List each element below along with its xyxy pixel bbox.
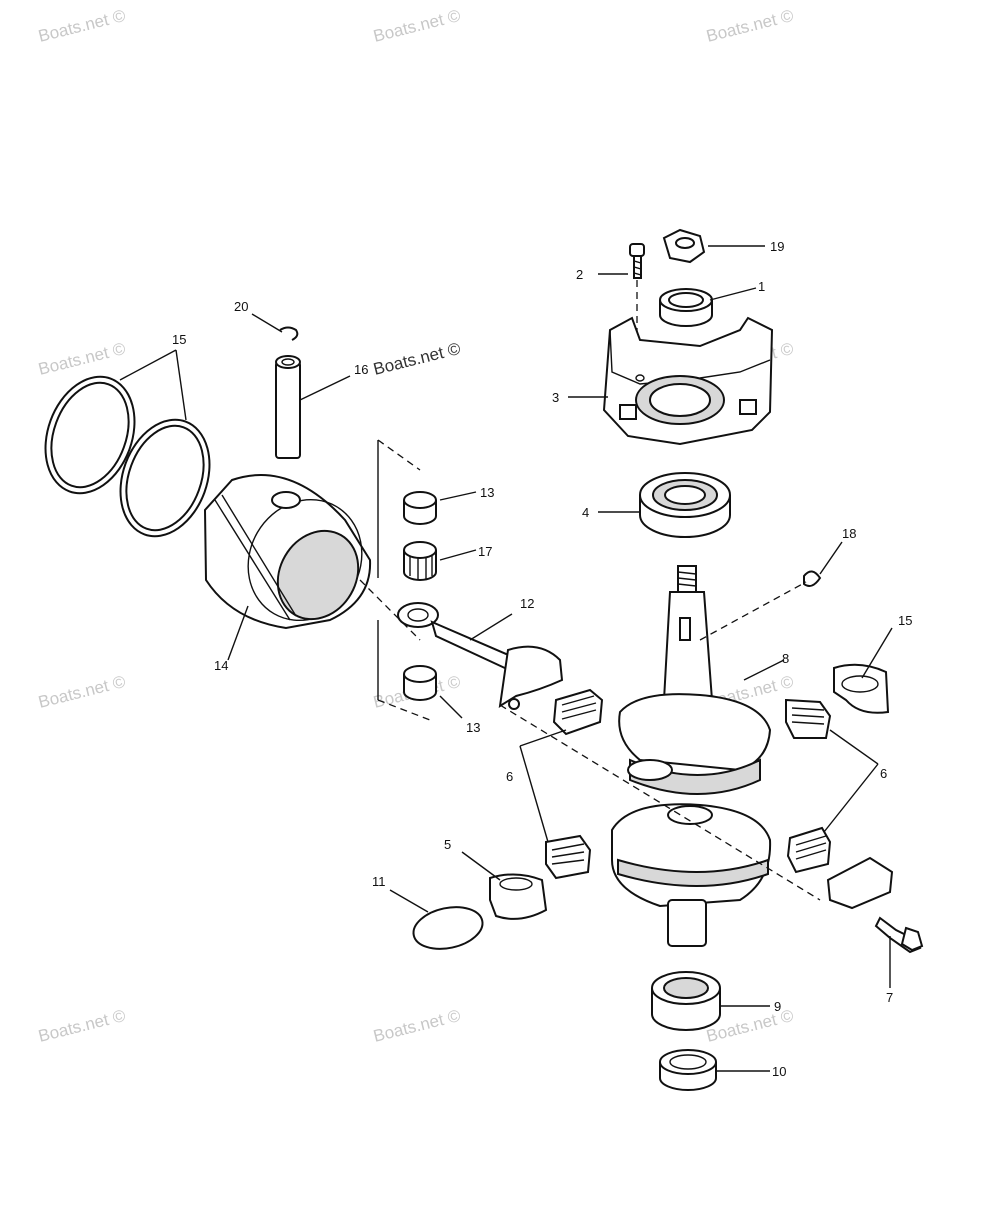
watermark: Boats.net ©	[36, 672, 127, 712]
part-19-nut	[662, 228, 706, 264]
callout-5: 5	[444, 837, 451, 852]
callout-11: 11	[372, 874, 386, 889]
callout-6b: 6	[880, 766, 887, 781]
assembly-lines	[359, 439, 821, 901]
part-18-key	[803, 570, 822, 587]
callout-12: 12	[520, 596, 534, 611]
part-6-bearing-top-right	[785, 698, 832, 739]
watermark: Boats.net ©	[36, 339, 127, 379]
callout-18: 18	[842, 526, 856, 541]
callout-14: 14	[214, 658, 228, 673]
part-4-bearing	[639, 472, 731, 538]
part-13-washer-top	[403, 491, 437, 525]
callout-13a: 13	[480, 485, 494, 500]
callout-16: 16	[354, 362, 368, 377]
part-10-seal	[659, 1049, 717, 1091]
callout-9: 9	[774, 999, 781, 1014]
callouts: 19 2 1 3 4 18 15 8 12 13 17 13 6 6 5 11 …	[172, 239, 912, 1079]
watermark: Boats.net ©	[371, 6, 462, 46]
part-6-bearing-bottom-right	[786, 826, 832, 874]
part-3-housing	[602, 316, 774, 446]
callout-8: 8	[782, 651, 789, 666]
callout-7: 7	[886, 990, 893, 1005]
callout-13b: 13	[466, 720, 480, 735]
callout-2: 2	[576, 267, 583, 282]
part-1-seal	[659, 288, 713, 327]
part-15-half-cap	[833, 663, 890, 714]
watermark: Boats.net ©	[371, 339, 462, 379]
callout-20: 20	[234, 299, 248, 314]
callout-1: 1	[758, 279, 765, 294]
part-20-clip	[279, 326, 299, 341]
part-13-washer-bottom	[403, 665, 437, 701]
part-6-bearing-top-left	[552, 688, 604, 736]
leader-lines	[119, 245, 893, 1072]
callout-15a: 15	[172, 332, 186, 347]
callout-3: 3	[552, 390, 559, 405]
watermark: Boats.net ©	[36, 1006, 127, 1046]
part-16-wrist-pin	[275, 355, 301, 459]
part-14-piston	[203, 474, 372, 630]
callout-4: 4	[582, 505, 589, 520]
part-11-gasket	[412, 906, 484, 950]
watermark: Boats.net ©	[36, 6, 127, 46]
part-6-bearing-bottom-left	[545, 834, 592, 880]
part-5-half-cap	[489, 873, 548, 920]
part-8-crankshaft	[611, 565, 772, 947]
callout-15b: 15	[898, 613, 912, 628]
part-7-bolt	[826, 856, 924, 954]
callout-19: 19	[770, 239, 784, 254]
part-15-piston-rings	[44, 375, 211, 538]
part-9-bearing	[651, 971, 721, 1031]
callout-17: 17	[478, 544, 492, 559]
part-17-needle-bearing	[403, 541, 437, 581]
part-12-connecting-rod	[397, 602, 564, 710]
callout-6a: 6	[506, 769, 513, 784]
watermark: Boats.net ©	[704, 6, 795, 46]
watermark: Boats.net ©	[371, 1006, 462, 1046]
callout-10: 10	[772, 1064, 786, 1079]
